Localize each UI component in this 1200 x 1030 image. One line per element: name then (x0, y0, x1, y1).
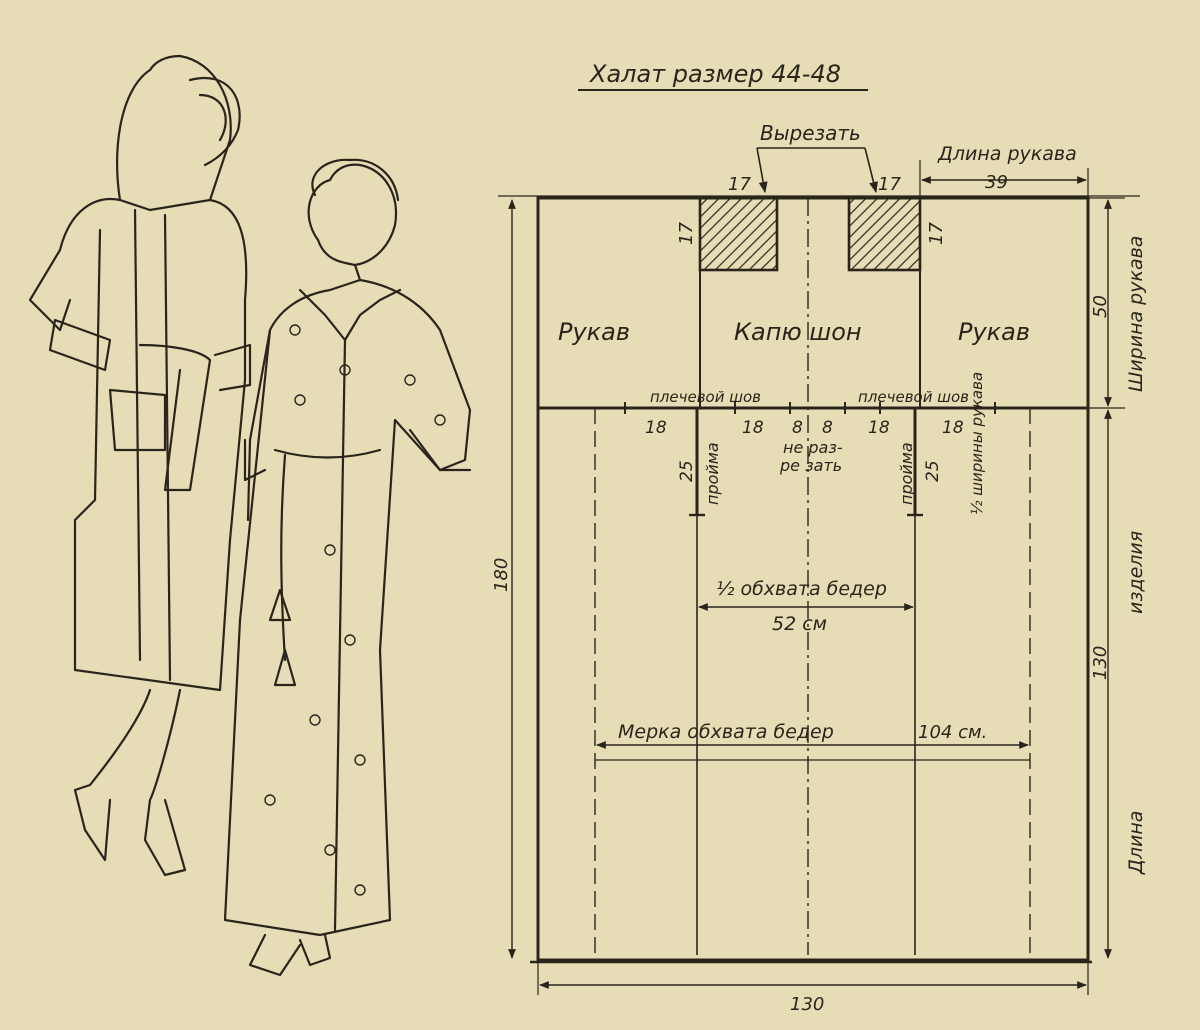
half-hip-value: 52 см (772, 613, 827, 635)
half-hip-label: ½ обхвата бедер (716, 578, 887, 600)
dim-body-length: 130 (1090, 646, 1111, 680)
hip-measure-value: 104 см. (918, 722, 987, 743)
armhole-left-label: пройма (703, 442, 722, 505)
do-not-cut-line-2: ре зать (779, 456, 842, 475)
dim-armhole-left: 25 (677, 460, 697, 482)
dim-seg-d: 8 (822, 418, 833, 438)
dim-cut-width-right: 17 (878, 174, 901, 195)
sleeve-length-label: Длина рукава (937, 143, 1077, 165)
half-sleeve-width-label: ½ ширины рукава (968, 372, 986, 515)
shoulder-seam-right: плечевой шов (858, 388, 969, 406)
dim-seg-f: 18 (942, 418, 964, 438)
dim-cut-height-right: 17 (926, 222, 947, 245)
shoulder-seam-left: плечевой шов (650, 388, 761, 406)
pattern-drafting (498, 89, 1140, 995)
product-length-label-a: Длина (1125, 811, 1147, 875)
dim-armhole-right: 25 (923, 460, 943, 482)
piece-hood: Капю шон (734, 318, 862, 346)
hip-measure-label: Мерка обхвата бедер (618, 721, 834, 743)
pattern-labels: Халат размер 44-48 Вырезать Длина рукава… (491, 60, 1147, 1015)
dim-seg-b: 18 (742, 418, 764, 438)
piece-sleeve-right: Рукав (958, 318, 1030, 346)
sleeve-width-label: Ширина рукава (1125, 236, 1147, 392)
piece-sleeve-left: Рукав (558, 318, 630, 346)
do-not-cut-line-1: не раз- (783, 438, 843, 457)
cut-label: Вырезать (760, 121, 861, 145)
dim-cut-height-left: 17 (676, 222, 697, 245)
cut-out-right (847, 196, 922, 272)
dim-cut-width-left: 17 (728, 174, 751, 195)
dim-seg-a: 18 (645, 418, 667, 438)
dim-sleeve-width: 50 (1090, 295, 1111, 318)
product-length-label-b: изделия (1125, 531, 1147, 614)
right-figure-long-robe (223, 158, 472, 977)
dim-total-width: 130 (790, 994, 824, 1015)
dim-seg-c: 8 (792, 418, 803, 438)
dim-sleeve-length: 39 (985, 172, 1008, 193)
pattern-outer-border (536, 196, 1090, 962)
fashion-illustration (28, 54, 472, 977)
dim-seg-e: 18 (868, 418, 890, 438)
left-figure-short-robe (28, 54, 252, 877)
dim-total-height: 180 (491, 558, 512, 592)
page-title: Халат размер 44-48 (588, 60, 841, 88)
cut-out-left (698, 196, 779, 272)
armhole-right-label: пройма (897, 442, 916, 505)
